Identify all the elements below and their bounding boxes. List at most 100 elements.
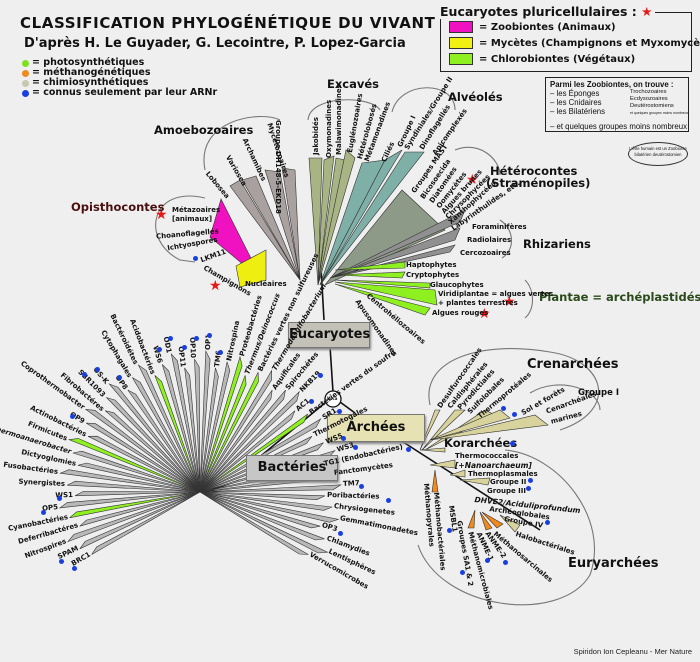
rna-only-dot — [117, 374, 122, 380]
taxon-foraminiferes: Foraminifères — [472, 223, 527, 231]
group-crenarchees: Crenarchées — [527, 357, 619, 372]
rna-only-dot — [157, 346, 162, 352]
bacteria-clade — [106, 397, 201, 493]
rna-only-dot — [545, 520, 550, 525]
rna-only-dot — [193, 256, 198, 261]
luca-node — [324, 390, 342, 408]
rna-only-dot — [318, 372, 324, 378]
yellow-swatch — [449, 37, 473, 49]
clade-rhizariens — [329, 209, 466, 279]
bacteria-clade — [79, 491, 201, 550]
rna-only-dot — [460, 570, 465, 575]
branch-eucaryotes-luca — [329, 345, 334, 393]
orange-dot-icon — [22, 69, 29, 77]
bacteria-clade — [199, 491, 340, 523]
bacteria-clade — [199, 484, 342, 493]
group-euryarchees: Euryarchées — [568, 556, 659, 571]
bacteria-clade — [84, 408, 201, 493]
branch-luca-archaea — [339, 401, 356, 414]
bacteria-clade — [72, 450, 201, 493]
human-note-oval: L'être humain est un Zoobionte bilatérie… — [628, 142, 688, 166]
clade-sol-forets — [429, 409, 511, 441]
clade-glaucophytes — [334, 279, 431, 289]
image-credit: Spiridon Ion Cepleanu - Mer Nature — [573, 647, 692, 656]
outline-excaves — [307, 99, 381, 121]
bacteria-clade — [199, 390, 300, 493]
clade-amoebozoaires — [229, 179, 301, 281]
rna-only-dot — [359, 483, 365, 489]
star-markers: ★ ★ ★ ★ ★ — [155, 172, 516, 322]
clade-thermoplasmales — [449, 469, 466, 478]
bacteria-clade — [199, 491, 329, 554]
outline-plantae — [524, 279, 534, 319]
bacteria-clade — [79, 491, 201, 527]
taxon-thermococcales: Thermococcales — [455, 452, 519, 460]
outline-alveoles — [391, 87, 456, 113]
bacteria-clade — [162, 364, 201, 493]
star-icon: ★ — [478, 306, 491, 322]
group-rhizariens: Rhizariens — [523, 237, 591, 251]
rna-only-dot — [72, 565, 77, 571]
taxon-glaucophytes: Glaucophytes — [430, 281, 484, 289]
page-title: CLASSIFICATION PHYLOGÉNÉTIQUE DU VIVANT — [20, 14, 436, 32]
clade-sulfolobales — [421, 409, 466, 451]
clade-champignons — [235, 249, 267, 288]
taxon-groupe-ii: Groupe II — [490, 478, 527, 486]
star-icon: ★ — [503, 294, 516, 310]
bacteria-taxon-label: TM7 — [342, 478, 360, 488]
outline-groupe1 — [529, 384, 601, 411]
rna-only-dot — [526, 486, 531, 491]
bacteria-clade — [199, 372, 259, 493]
bacteria-clade — [184, 367, 201, 493]
clade-methanobacteriales — [431, 469, 439, 493]
bacteria-clade — [199, 491, 326, 501]
star-icon: ★ — [466, 172, 479, 188]
bacteria-clade — [199, 491, 321, 529]
eucaryotes-legend-box: Eucaryotes pluricellulaires : ★ = Zoobio… — [437, 4, 700, 72]
clade-cryptophytes — [334, 271, 406, 279]
legend-zoobiontes: = Zoobiontes (Animaux) — [449, 21, 616, 33]
taxon-haptophytes: Haptophytes — [406, 261, 457, 269]
taxon-cryptophytes: Cryptophytes — [406, 271, 460, 279]
metabolism-legend: = photosynthétiques = méthanogénétiques … — [22, 58, 217, 98]
taxon-radiolaires: Radiolaires — [467, 236, 512, 244]
bacteria-clade — [137, 364, 201, 493]
outline-rhizariens — [499, 219, 513, 259]
clade-amoebozoaires-2 — [241, 175, 301, 281]
outline-amoebozoaires — [203, 116, 281, 171]
rna-only-dot — [94, 366, 100, 372]
star-icon: ★ — [155, 207, 168, 223]
group-plantae: Plantae = archéplastidés — [539, 290, 700, 304]
rna-only-dot — [167, 335, 173, 341]
rna-only-dot — [528, 478, 533, 483]
bacteria-taxon-label: Poribactéries — [326, 490, 380, 501]
eucaryotes-legend-header: Eucaryotes pluricellulaires : ★ — [437, 4, 656, 19]
group-korarchees: Korarchées — [444, 436, 518, 450]
taxon-groupe-iii: Groupe III — [487, 487, 526, 495]
bacteria-clade — [199, 491, 325, 541]
bacteria-clade — [67, 480, 201, 493]
rna-only-dot — [485, 558, 490, 563]
rna-only-dot — [70, 413, 76, 419]
clade-rhizariens-2 — [329, 227, 461, 279]
clade-desulfurococcales — [419, 409, 441, 451]
rna-only-dot — [512, 412, 517, 417]
clade-halobacteriales — [499, 514, 521, 533]
gray-dot-icon — [22, 79, 29, 87]
clade-cenarcheales — [429, 414, 549, 441]
bilateriens-subgroups: Trochozoaires Ecdysozoaires Deutérostomi… — [630, 89, 689, 115]
taxon-jakobides: Jakobidés — [312, 117, 320, 155]
bacteria-clade — [199, 361, 231, 493]
bacteria-clade — [199, 389, 273, 493]
clade-excaves — [308, 157, 323, 286]
rna-only-dot — [405, 446, 411, 452]
bacteria-clade — [199, 491, 333, 511]
taxon-animaux: [animaux] — [172, 215, 213, 223]
bacteria-clade — [67, 491, 201, 543]
clade-algues-rouges — [334, 283, 431, 316]
archaea-fan — [419, 409, 549, 533]
star-icon: ★ — [209, 278, 222, 294]
clade-alveoles-2 — [319, 149, 403, 286]
taxon-plantes-terrestres: + plantes terrestres — [438, 299, 518, 307]
bacteria-clade — [91, 491, 201, 555]
